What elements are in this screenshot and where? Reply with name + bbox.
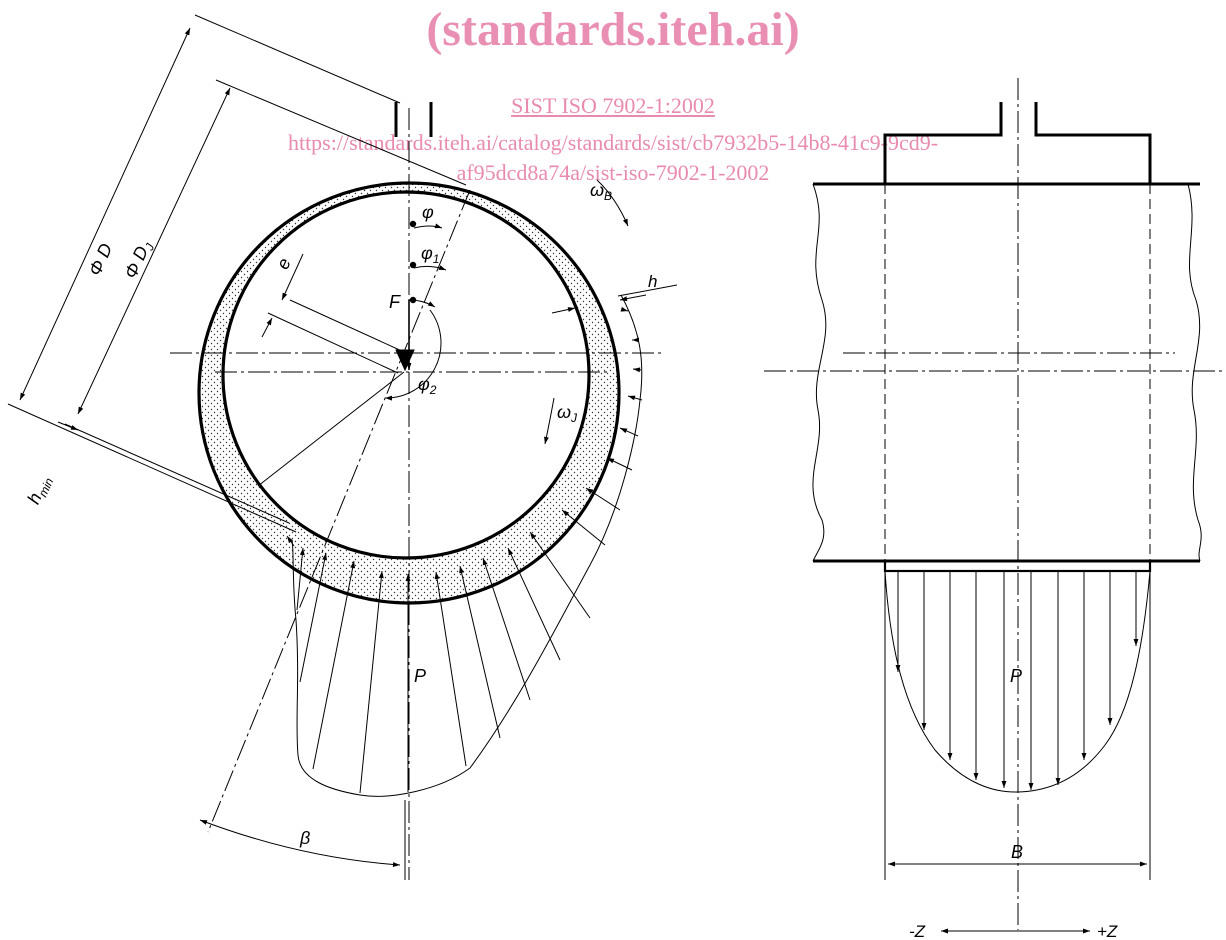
- watermark-url-line2[interactable]: af95dcd8a74a/sist-iso-7902-1-2002: [456, 160, 770, 185]
- oil-inlet-right: [883, 102, 1152, 184]
- label-omega-j: ωJ: [557, 402, 578, 425]
- label-axis-pos: +Z: [1097, 922, 1118, 940]
- label-force: F: [389, 292, 401, 312]
- right-view: [764, 78, 1224, 934]
- oil-inlet: [394, 102, 433, 137]
- label-omega-b: ωB: [590, 180, 612, 203]
- label-axis-neg: -Z: [909, 922, 926, 940]
- label-width: B: [1011, 842, 1023, 862]
- label-diameter-bearing: Φ D: [85, 240, 117, 278]
- pressure-arrows-left: [257, 306, 643, 794]
- label-diameter-journal: Φ DJ: [120, 237, 157, 283]
- watermark-title: (standards.iteh.ai): [426, 3, 800, 56]
- left-view: [7, 14, 678, 880]
- label-pressure-left: P: [414, 666, 426, 686]
- label-film-h: h: [648, 272, 657, 291]
- pressure-envelope-left: [291, 294, 643, 797]
- label-phi2: φ2: [418, 374, 437, 397]
- load-line: [207, 189, 471, 833]
- pressure-envelope-right: [884, 570, 1151, 793]
- journal: [221, 190, 591, 560]
- pressure-arrows-right: [895, 572, 1139, 790]
- label-beta: β: [299, 828, 310, 848]
- label-phi1: φ1: [421, 243, 439, 266]
- label-eccentricity: e: [272, 255, 294, 272]
- label-h-min: hmin: [23, 472, 56, 508]
- watermark-standard-link[interactable]: SIST ISO 7902-1:2002: [511, 93, 715, 118]
- label-phi: φ: [422, 202, 434, 222]
- label-pressure-right: P: [1010, 666, 1022, 686]
